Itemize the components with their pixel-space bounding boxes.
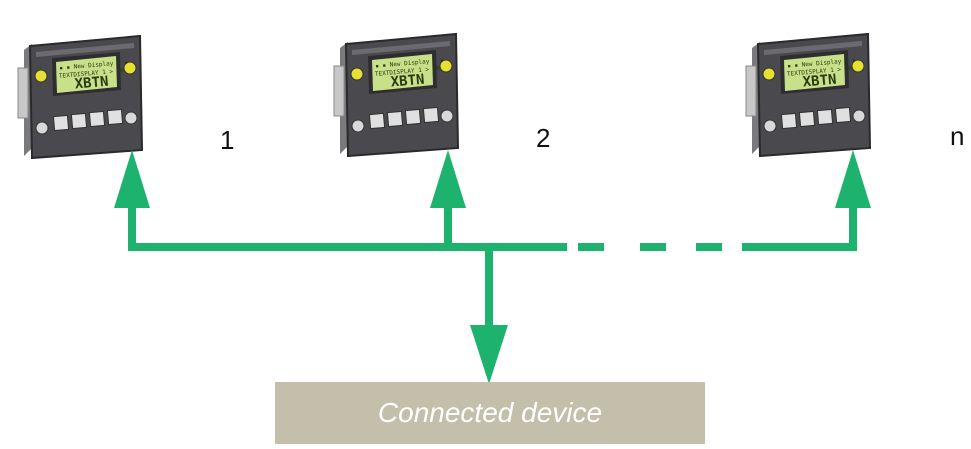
bus-dash-3 <box>696 243 722 251</box>
panel-1-screen-model: XBTN <box>74 74 109 93</box>
connected-device-label: Connected device <box>378 397 602 429</box>
panel-2-screen-model: XBTN <box>390 72 425 91</box>
panel-2-label: 2 <box>536 123 550 154</box>
riser-2 <box>444 205 452 251</box>
panel-1-label: 1 <box>220 125 234 156</box>
bus-dash-1 <box>578 243 604 251</box>
operator-panel-2: ▪ ▪ New Display ▪ ▪ TEXTDISPLAY 1 > 20 X… <box>334 34 458 156</box>
arrow-up-1 <box>114 150 150 208</box>
drop-line <box>485 247 493 327</box>
bus-dash-2 <box>640 243 666 251</box>
arrow-down <box>470 325 508 384</box>
operator-panel-n: ▪ ▪ New Display ▪ ▪ TEXTDISPLAY 1 > 20 X… <box>746 34 870 156</box>
arrow-up-2 <box>430 150 466 208</box>
panel-n-label: n <box>950 121 964 152</box>
operator-panel-1: ▪ ▪ New Display ▪ ▪ TEXTDISPLAY 1 > 20 X… <box>18 36 142 158</box>
connected-device-box: Connected device <box>275 382 705 444</box>
bus-line-solid <box>130 243 567 251</box>
panel-n-screen-model: XBTN <box>802 72 837 91</box>
riser-1 <box>128 205 136 251</box>
arrow-up-n <box>835 150 871 208</box>
bus-network <box>114 150 871 384</box>
riser-n <box>849 205 857 251</box>
bus-line-end <box>742 243 857 251</box>
